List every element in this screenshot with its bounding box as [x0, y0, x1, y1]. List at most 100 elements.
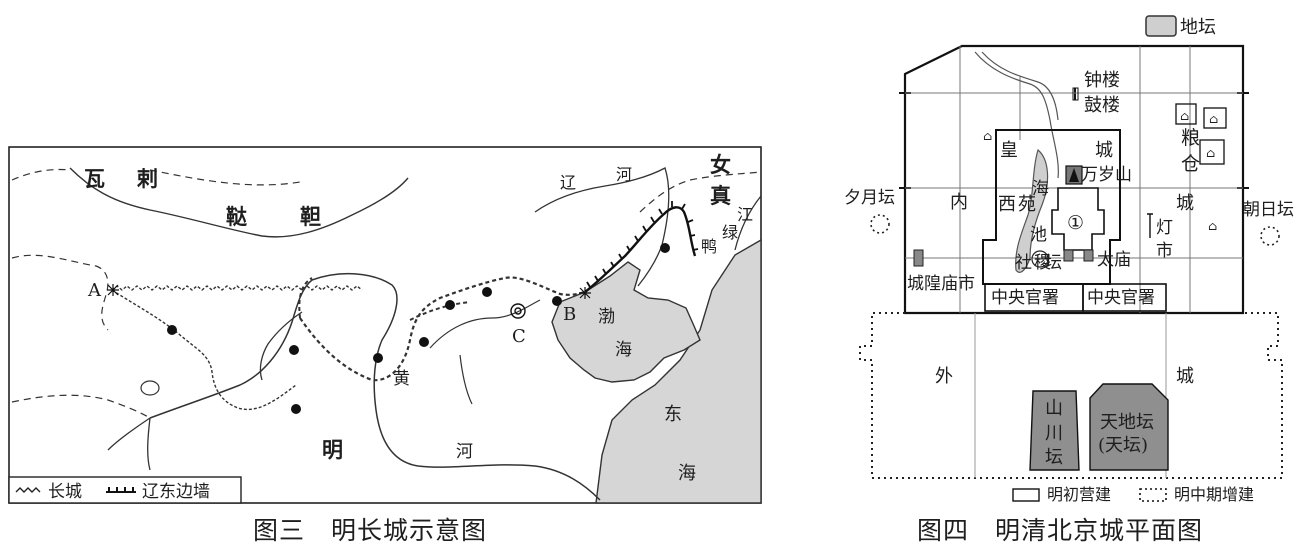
taiye-lake — [1015, 148, 1049, 273]
great-wall — [111, 285, 363, 410]
legend-early-ming-label: 明初营建 — [1047, 485, 1111, 504]
label-dada-1: 鞑 — [226, 204, 247, 229]
tianditan-box — [1089, 383, 1169, 471]
sheji-building — [1063, 249, 1074, 262]
city-dot — [373, 353, 383, 363]
label-xiyuan-1: 西 — [998, 194, 1016, 215]
yellow-river — [149, 272, 601, 501]
city-dot — [291, 404, 301, 414]
label-nei: 内 — [950, 192, 968, 213]
label-tiantan: (天坛) — [1098, 435, 1148, 456]
label-cang: 仓 — [1181, 153, 1200, 175]
donghai-sea — [595, 238, 762, 504]
boundary-north — [11, 168, 301, 186]
city-dot — [289, 345, 299, 355]
capital-symbol — [510, 303, 526, 319]
ditan-box — [1145, 15, 1177, 37]
label-xiyuetan: 夕月坛 — [844, 188, 895, 208]
great-wall-inner — [298, 277, 471, 321]
label-wala-2: 剌 — [137, 166, 158, 191]
granary-box-2 — [1203, 107, 1227, 129]
label-ming: 明 — [322, 437, 343, 462]
label-shi: 市 — [1156, 241, 1173, 261]
label-lv-3: 江 — [737, 205, 753, 224]
label-shan: 山 — [1045, 398, 1063, 419]
label-zhonglou: 钟楼 — [1084, 70, 1120, 91]
figure4-map: 地坛 ⌂ ⌂ ⌂ ⌂ ⌂ — [844, 15, 1294, 504]
label-chuan: 川 — [1045, 423, 1063, 444]
city-dot — [660, 243, 670, 253]
label-chenghuangmiaoshi: 城隍庙市 — [907, 274, 975, 294]
label-chaoritan: 朝日坛 — [1243, 200, 1294, 220]
boundary-west — [11, 254, 109, 331]
chenghuang-building — [913, 249, 924, 267]
granary-box-3 — [1199, 139, 1225, 165]
label-wai: 外 — [935, 366, 953, 387]
pass-marker-a — [107, 284, 119, 296]
label-c: C — [512, 326, 526, 347]
xiyuetan-mark — [870, 214, 890, 234]
label-wala-1: 瓦 — [84, 166, 105, 191]
temple-icon: ⌂ — [1208, 219, 1217, 233]
label-zhongyang-2: 中央官署 — [1087, 288, 1155, 308]
boundary-nvzhen — [639, 171, 762, 213]
city-dot — [445, 300, 455, 310]
legend-liaodong-symbol — [106, 487, 136, 493]
river-tributary-4 — [459, 354, 473, 405]
wansuishan-mark — [1069, 168, 1079, 182]
label-cheng-right: 城 — [1176, 193, 1194, 214]
bell-tower-mark — [1072, 87, 1079, 101]
legend-early-ming-symbol — [1012, 488, 1040, 502]
label-sheji-1: 社 — [1015, 253, 1032, 273]
label-nvzhen-2: 真 — [710, 183, 731, 208]
ministry-box-east — [1082, 283, 1167, 312]
label-sheji-3: 坛 — [1045, 253, 1062, 273]
figure3-legend: 长城 辽东边墙 — [8, 476, 242, 504]
shanchuantan — [1029, 390, 1080, 471]
label-hai: 海 — [1032, 179, 1049, 199]
legend-mid-ming-symbol — [1139, 488, 1167, 502]
canal — [974, 51, 1059, 179]
label-chi: 池 — [1030, 225, 1047, 245]
sheji-circle — [1031, 250, 1049, 268]
label-deng: 灯 — [1156, 218, 1173, 238]
label-huang: 黄 — [393, 369, 410, 389]
label-cheng-outer: 城 — [1176, 366, 1194, 387]
label-tianditan: 天地坛 — [1100, 412, 1154, 433]
label-nvzhen-1: 女 — [710, 152, 731, 177]
figure3-title: 图三 明长城示意图 — [253, 516, 488, 545]
river-tributary-1 — [107, 417, 151, 471]
legend-liaodong-label: 辽东边墙 — [142, 482, 210, 502]
label-circled-1: ① — [1067, 212, 1084, 234]
granary-icon: ⌂ — [1206, 146, 1215, 160]
label-gulou: 鼓楼 — [1084, 95, 1120, 116]
label-ditan: 地坛 — [1180, 17, 1216, 38]
liao-river — [534, 167, 670, 287]
granary-box-1 — [1175, 103, 1197, 125]
label-dada-2: 靼 — [300, 204, 321, 229]
label-taimiao: 太庙 — [1097, 250, 1131, 270]
legend-great-wall-symbol — [15, 487, 41, 493]
legend-mid-ming-label: 明中期增建 — [1174, 485, 1254, 504]
label-donghai-1: 东 — [664, 404, 682, 425]
label-tan: 坛 — [1045, 447, 1063, 468]
bohai-sea — [551, 261, 701, 383]
label-liao-1: 辽 — [560, 173, 576, 192]
river-tributary-3 — [429, 299, 541, 349]
yalu-river — [734, 195, 762, 251]
city-dot — [419, 337, 429, 347]
label-sheji-2: 稷 — [1034, 253, 1051, 273]
chaoritan-mark — [1260, 226, 1280, 246]
label-a: A — [87, 280, 102, 301]
dengshi-mark — [1147, 213, 1153, 238]
pass-marker-b — [579, 287, 591, 299]
label-b: B — [563, 304, 576, 325]
taimiao-building — [1083, 249, 1094, 262]
city-dot — [167, 325, 177, 335]
liaodong-wall-ticks — [586, 201, 699, 288]
label-liao-2: 河 — [616, 165, 632, 184]
label-xiyuan-2: 苑 — [1018, 194, 1036, 215]
label-he: 河 — [456, 442, 473, 462]
boundary-south — [11, 394, 151, 419]
